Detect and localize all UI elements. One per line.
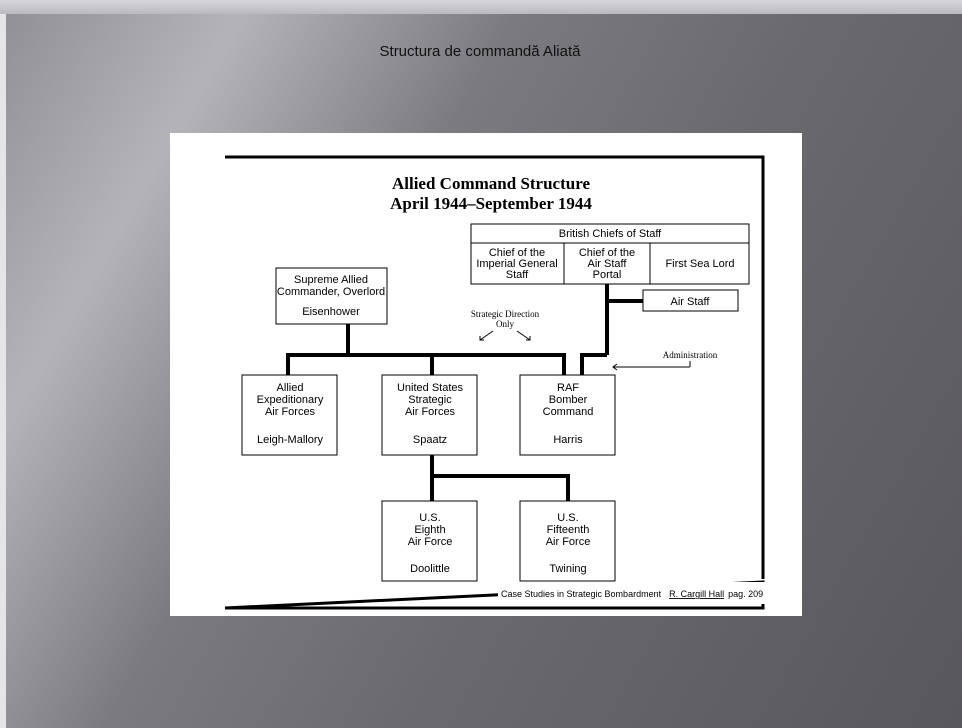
usstaf-line3: Air Forces — [405, 406, 456, 418]
administration-label: Administration — [663, 350, 718, 360]
org-chart-image: Allied Command Structure April 1944–Sept… — [170, 133, 802, 616]
usstaf-line2: Strategic — [408, 394, 452, 406]
first-sea-lord: First Sea Lord — [665, 258, 734, 270]
strategic-direction-arrows — [479, 330, 531, 341]
administration-arrow-icon — [612, 361, 691, 371]
cigs-line2: Imperial General — [476, 258, 557, 270]
citation-background — [498, 582, 788, 604]
raf-line2: Bomber — [549, 394, 588, 406]
org-chart-svg: Allied Command Structure April 1944–Sept… — [224, 155, 788, 610]
cas-line1: Chief of the — [579, 247, 635, 259]
eighth-af-box — [381, 500, 478, 582]
british-chiefs-header: British Chiefs of Staff — [559, 228, 662, 240]
slide-top-bar — [0, 0, 962, 14]
eighth-line1: U.S. — [419, 512, 440, 524]
slide-title: Structura de commandă Aliată — [379, 43, 581, 60]
aeaf-line3: Air Forces — [265, 406, 316, 418]
fifteenth-line3: Air Force — [546, 536, 591, 548]
cigs-line1: Chief of the — [489, 247, 545, 259]
supreme-name: Eisenhower — [302, 306, 360, 318]
british-chiefs-table: British Chiefs of Staff Chief of the Imp… — [470, 223, 750, 285]
aeaf-line1: Allied — [277, 382, 304, 394]
raf-bomber-box — [519, 374, 616, 456]
fifteenth-line1: U.S. — [557, 512, 578, 524]
citation-page: pag. 209 — [728, 589, 763, 599]
aeaf-name: Leigh-Mallory — [257, 434, 324, 446]
chart-title-line1: Allied Command Structure — [392, 174, 590, 193]
usstaf-line1: United States — [397, 382, 464, 394]
supreme-line2: Commander, Overlord — [277, 286, 385, 298]
cas-line2: Air Staff — [588, 258, 628, 270]
usstaf-box — [381, 374, 478, 456]
citation-author: R. Cargill Hall — [669, 589, 724, 599]
aeaf-line2: Expeditionary — [257, 394, 324, 406]
citation-text: Case Studies in Strategic Bombardment R. … — [501, 589, 763, 599]
strategic-direction-line1: Strategic Direction — [471, 309, 540, 319]
supreme-line1: Supreme Allied — [294, 274, 368, 286]
eighth-line2: Eighth — [414, 524, 445, 536]
fifteenth-af-box — [519, 500, 616, 582]
fifteenth-name: Twining — [549, 563, 586, 575]
eighth-line3: Air Force — [408, 536, 453, 548]
aeaf-box — [241, 374, 338, 456]
air-staff-label: Air Staff — [671, 296, 711, 308]
citation-title: Case Studies in Strategic Bombardment — [501, 589, 662, 599]
fifteenth-line2: Fifteenth — [547, 524, 590, 536]
raf-line1: RAF — [557, 382, 579, 394]
raf-name: Harris — [553, 434, 583, 446]
raf-line3: Command — [543, 406, 594, 418]
connector-lines — [286, 284, 643, 501]
usstaf-name: Spaatz — [413, 434, 447, 446]
chart-title-line2: April 1944–September 1944 — [390, 194, 592, 213]
cigs-line3: Staff — [506, 269, 529, 281]
cas-line3: Portal — [593, 269, 622, 281]
strategic-direction-line2: Only — [496, 319, 515, 329]
slide-left-edge — [0, 14, 6, 728]
supreme-commander-box — [275, 267, 388, 325]
eighth-name: Doolittle — [410, 563, 450, 575]
